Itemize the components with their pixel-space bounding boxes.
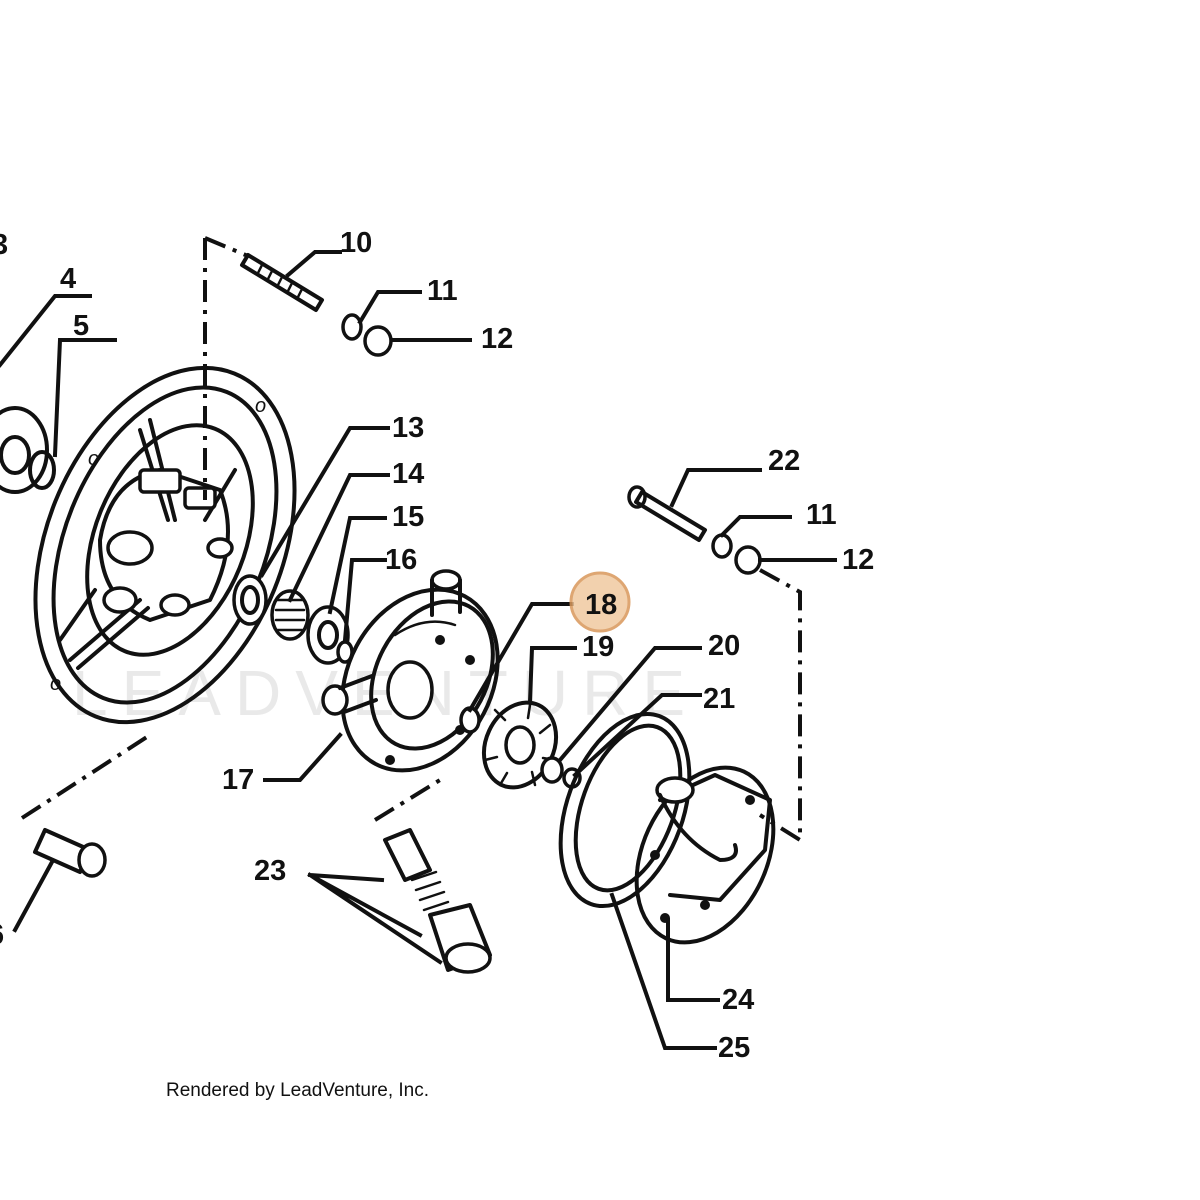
callout-4[interactable]: 4 (60, 263, 76, 295)
leader-lines (0, 250, 837, 1050)
callout-14[interactable]: 14 (392, 458, 424, 490)
callout-18[interactable]: 18 (585, 589, 617, 621)
callout-12-right[interactable]: 12 (842, 544, 874, 576)
callout-12-top[interactable]: 12 (481, 323, 513, 355)
bolt-10-assembly (203, 236, 393, 500)
callout-17[interactable]: 17 (222, 764, 254, 796)
callout-24[interactable]: 24 (722, 984, 754, 1016)
pump-cover-24 (634, 765, 776, 945)
render-credit: Rendered by LeadVenture, Inc. (166, 1080, 430, 1101)
callout-5[interactable]: 5 (73, 310, 89, 342)
callout-18-highlight[interactable] (569, 571, 631, 633)
callout-13[interactable]: 13 (392, 412, 424, 444)
callout-23[interactable]: 23 (254, 855, 286, 887)
bolt-6 (20, 733, 152, 878)
pump-housing-17 (321, 569, 500, 773)
callout-3[interactable]: 3 (0, 229, 8, 261)
svg-text:o: o (50, 673, 61, 695)
svg-text:o: o (255, 395, 266, 417)
callout-22[interactable]: 22 (768, 445, 800, 477)
callout-20[interactable]: 20 (708, 630, 740, 662)
callout-10[interactable]: 10 (340, 227, 372, 259)
callout-labels: 3 4 5 10 11 12 13 14 15 16 17 18 19 20 2… (0, 227, 874, 1064)
bolt-22-assembly (627, 485, 802, 844)
relief-valve-23 (373, 778, 492, 974)
callout-15[interactable]: 15 (392, 501, 424, 533)
svg-text:o: o (88, 448, 99, 470)
callout-19[interactable]: 19 (582, 631, 614, 663)
callout-25[interactable]: 25 (718, 1032, 750, 1064)
watermark-text: LEADVENTURE (72, 657, 699, 729)
callout-16[interactable]: 16 (385, 544, 417, 576)
callout-21[interactable]: 21 (703, 683, 735, 715)
callout-11-top[interactable]: 11 (427, 275, 458, 307)
callout-11-right[interactable]: 11 (806, 499, 837, 531)
pulley-sheave: o o o (0, 365, 297, 725)
callout-6[interactable]: 6 (0, 919, 4, 951)
